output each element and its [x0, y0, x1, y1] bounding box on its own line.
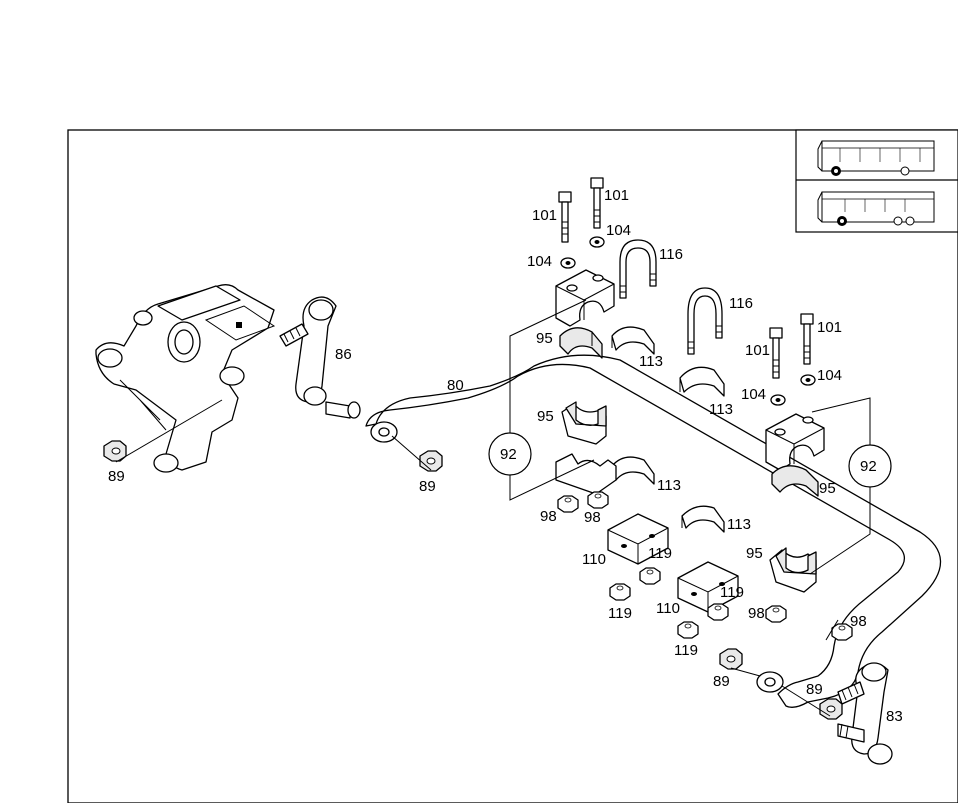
- callout-83[interactable]: 83: [886, 708, 903, 725]
- shell-113-d[interactable]: [681, 505, 725, 533]
- diagram-frame: [67, 129, 958, 803]
- nut-89-link-83[interactable]: [819, 698, 843, 720]
- callout-104-d[interactable]: 104: [817, 367, 842, 384]
- u-bolt-116-a[interactable]: [619, 239, 657, 299]
- link-rod-83[interactable]: [837, 662, 893, 765]
- callout-circle-92-left: [488, 432, 532, 476]
- callout-92-left[interactable]: 92: [500, 446, 517, 463]
- u-bolt-116-b[interactable]: [687, 287, 723, 355]
- callout-110-a[interactable]: 110: [582, 551, 606, 568]
- shell-113-c[interactable]: [611, 456, 655, 485]
- callout-circle-92-right: [848, 444, 892, 488]
- leader-lines: [115, 399, 839, 717]
- callout-101-a[interactable]: 101: [532, 207, 557, 224]
- callout-113-d[interactable]: 113: [727, 516, 751, 533]
- group-bracket-92-left: [509, 299, 595, 501]
- nut-119-a[interactable]: [639, 567, 661, 585]
- callout-95-a[interactable]: 95: [536, 330, 553, 347]
- washer-104-d[interactable]: [800, 374, 816, 386]
- nut-98-b[interactable]: [587, 491, 609, 509]
- nut-89-knuckle[interactable]: [103, 440, 127, 462]
- callout-119-a[interactable]: 119: [648, 545, 672, 562]
- bolt-101-c[interactable]: [769, 327, 783, 379]
- callout-110-b[interactable]: 110: [656, 600, 680, 617]
- callout-95-d[interactable]: 95: [746, 545, 763, 562]
- bushing-95-d[interactable]: [769, 547, 817, 593]
- link-rod-86[interactable]: [279, 296, 361, 419]
- shell-113-b[interactable]: [679, 366, 725, 397]
- washer-104-a[interactable]: [560, 257, 576, 269]
- nut-89-link-86[interactable]: [419, 450, 443, 472]
- callout-101-b[interactable]: 101: [604, 187, 629, 204]
- nut-119-d[interactable]: [677, 621, 699, 639]
- vehicle-thumbnails: [795, 129, 958, 233]
- callout-113-a[interactable]: 113: [639, 353, 663, 370]
- callout-80[interactable]: 80: [447, 377, 464, 394]
- bracket-upper-right[interactable]: [765, 413, 825, 471]
- nut-89-bar-right[interactable]: [719, 648, 743, 670]
- bolt-101-d[interactable]: [800, 313, 814, 365]
- callout-113-b[interactable]: 113: [709, 401, 733, 418]
- callout-labels: 80 83 86 89 89 89 89 92 92 95 95 95 95 9…: [108, 187, 903, 725]
- nut-98-c[interactable]: [765, 605, 787, 623]
- bushing-95-c[interactable]: [771, 465, 819, 497]
- washer-104-c[interactable]: [770, 394, 786, 406]
- nut-119-b[interactable]: [609, 583, 631, 601]
- callout-95-c[interactable]: 95: [819, 480, 836, 497]
- callout-98-c[interactable]: 98: [748, 605, 765, 622]
- callout-92-right[interactable]: 92: [860, 458, 877, 475]
- bushing-95-a[interactable]: [559, 327, 603, 359]
- callout-86[interactable]: 86: [335, 346, 352, 363]
- lower-bracket-half[interactable]: [555, 453, 617, 495]
- callout-113-c[interactable]: 113: [657, 477, 681, 494]
- callout-98-b[interactable]: 98: [584, 509, 601, 526]
- callout-119-d[interactable]: 119: [674, 642, 698, 659]
- coach-three-axle-thumbnail[interactable]: [817, 191, 935, 226]
- callout-104-c[interactable]: 104: [741, 386, 766, 403]
- coach-two-axle-thumbnail[interactable]: [817, 140, 935, 176]
- callout-89-bar[interactable]: 89: [713, 673, 730, 690]
- bushing-95-b[interactable]: [561, 401, 607, 445]
- washer-104-b[interactable]: [589, 236, 605, 248]
- callout-104-a[interactable]: 104: [527, 253, 552, 270]
- clamp-110-a[interactable]: [607, 513, 669, 565]
- shell-113-a[interactable]: [611, 326, 655, 355]
- nut-119-c[interactable]: [707, 603, 729, 621]
- bolt-101-b[interactable]: [590, 177, 604, 229]
- callout-101-c[interactable]: 101: [745, 342, 770, 359]
- callout-119-b[interactable]: 119: [608, 605, 632, 622]
- nut-98-a[interactable]: [557, 495, 579, 513]
- callout-89-knuckle[interactable]: 89: [108, 468, 125, 485]
- callout-89-link[interactable]: 89: [419, 478, 436, 495]
- nut-98-d[interactable]: [831, 623, 853, 641]
- callout-95-b[interactable]: 95: [537, 408, 554, 425]
- steering-knuckle[interactable]: [95, 284, 276, 473]
- bolt-101-a[interactable]: [558, 191, 572, 243]
- callout-116-b[interactable]: 116: [729, 295, 753, 312]
- callout-116-a[interactable]: 116: [659, 246, 683, 263]
- callout-98-d[interactable]: 98: [850, 613, 867, 630]
- callout-119-c[interactable]: 119: [720, 584, 744, 601]
- callout-101-d[interactable]: 101: [817, 319, 842, 336]
- callout-98-a[interactable]: 98: [540, 508, 557, 525]
- callout-104-b[interactable]: 104: [606, 222, 631, 239]
- bracket-upper-left[interactable]: [555, 269, 615, 327]
- callout-89-link-83[interactable]: 89: [806, 681, 823, 698]
